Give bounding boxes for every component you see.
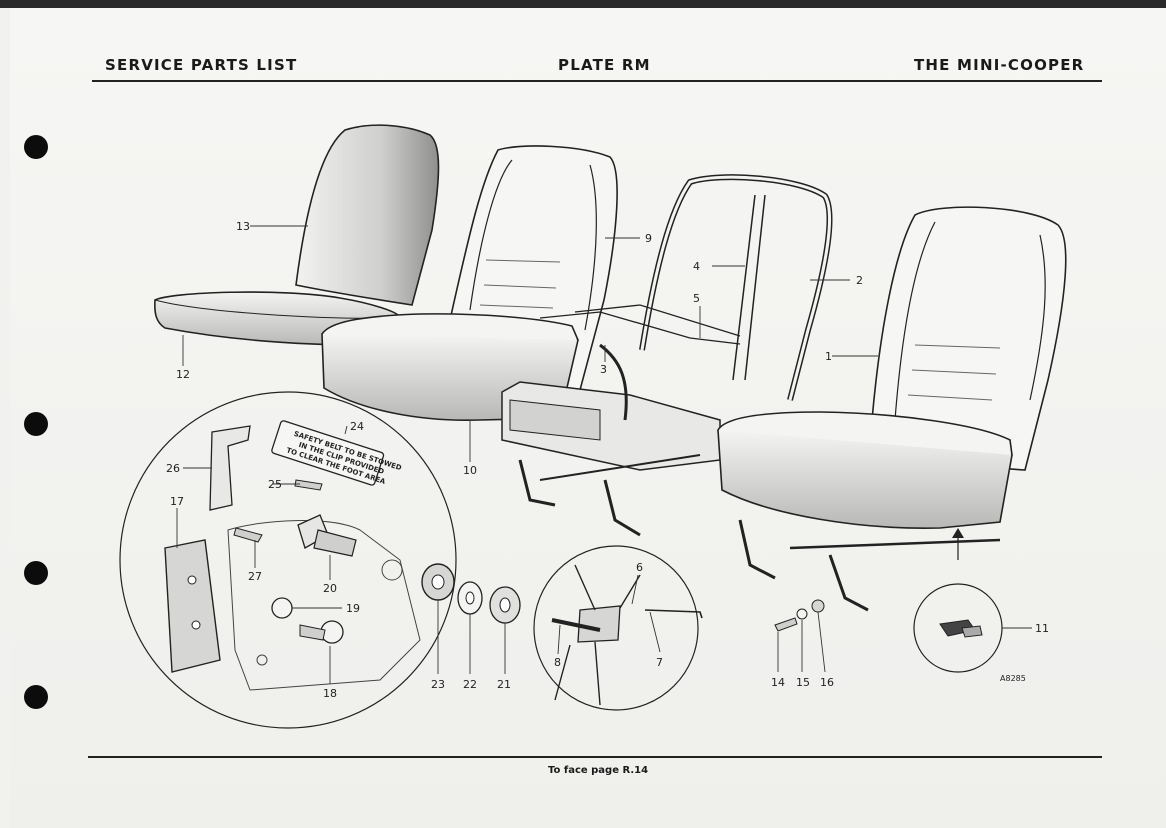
drawing-reference: A8285 [1000,674,1026,683]
callout-9: 9 [645,232,652,245]
callout-5: 5 [693,292,700,305]
callout-20: 20 [323,582,337,595]
callout-3: 3 [600,363,607,376]
header-rule [92,80,1102,82]
header-title-left: SERVICE PARTS LIST [105,56,298,74]
header-plate-title: PLATE RM [558,56,651,74]
detail-circle-runner-catch [533,545,703,711]
seat-frame [539,174,833,401]
callout-7: 7 [656,656,663,669]
seat-assembly-trimmed [321,145,618,422]
callout-17: 17 [170,495,184,508]
callout-24: 24 [350,420,364,433]
footer-rule [88,756,1102,758]
callout-labels: 13 12 9 4 5 3 10 2 1 24 26 25 17 27 20 1… [166,220,1049,700]
callout-10: 10 [463,464,477,477]
callout-8: 8 [554,656,561,669]
callout-16: 16 [820,676,834,689]
seat-base-frame [501,343,721,537]
callout-11: 11 [1035,622,1049,635]
callout-14: 14 [771,676,785,689]
callout-23: 23 [431,678,445,691]
seat-complete [717,206,1067,612]
callout-13: 13 [236,220,250,233]
detail-circle-belt-fixings: SAFETY BELT TO BE STOWED IN THE CLIP PRO… [119,391,521,729]
callout-18: 18 [323,687,337,700]
binder-hole [24,685,48,709]
callout-12: 12 [176,368,190,381]
header-model-title: THE MINI-COOPER [914,56,1085,74]
callout-6: 6 [636,561,643,574]
binder-hole [24,412,48,436]
callout-25: 25 [268,478,282,491]
callout-19: 19 [346,602,360,615]
callout-2: 2 [856,274,863,287]
callout-22: 22 [463,678,477,691]
callout-27: 27 [248,570,262,583]
scan-top-band [0,0,1166,8]
callout-26: 26 [166,462,180,475]
callout-21: 21 [497,678,511,691]
seat-back-cover [295,124,440,306]
callout-15: 15 [796,676,810,689]
loose-hardware [774,599,825,632]
callout-1: 1 [825,350,832,363]
detail-circle-clip [913,583,1003,673]
callout-4: 4 [693,260,700,273]
footer-page-reference: To face page R.14 [548,765,649,776]
binder-hole [24,561,48,585]
binder-hole [24,135,48,159]
leader-lines [176,225,1032,684]
